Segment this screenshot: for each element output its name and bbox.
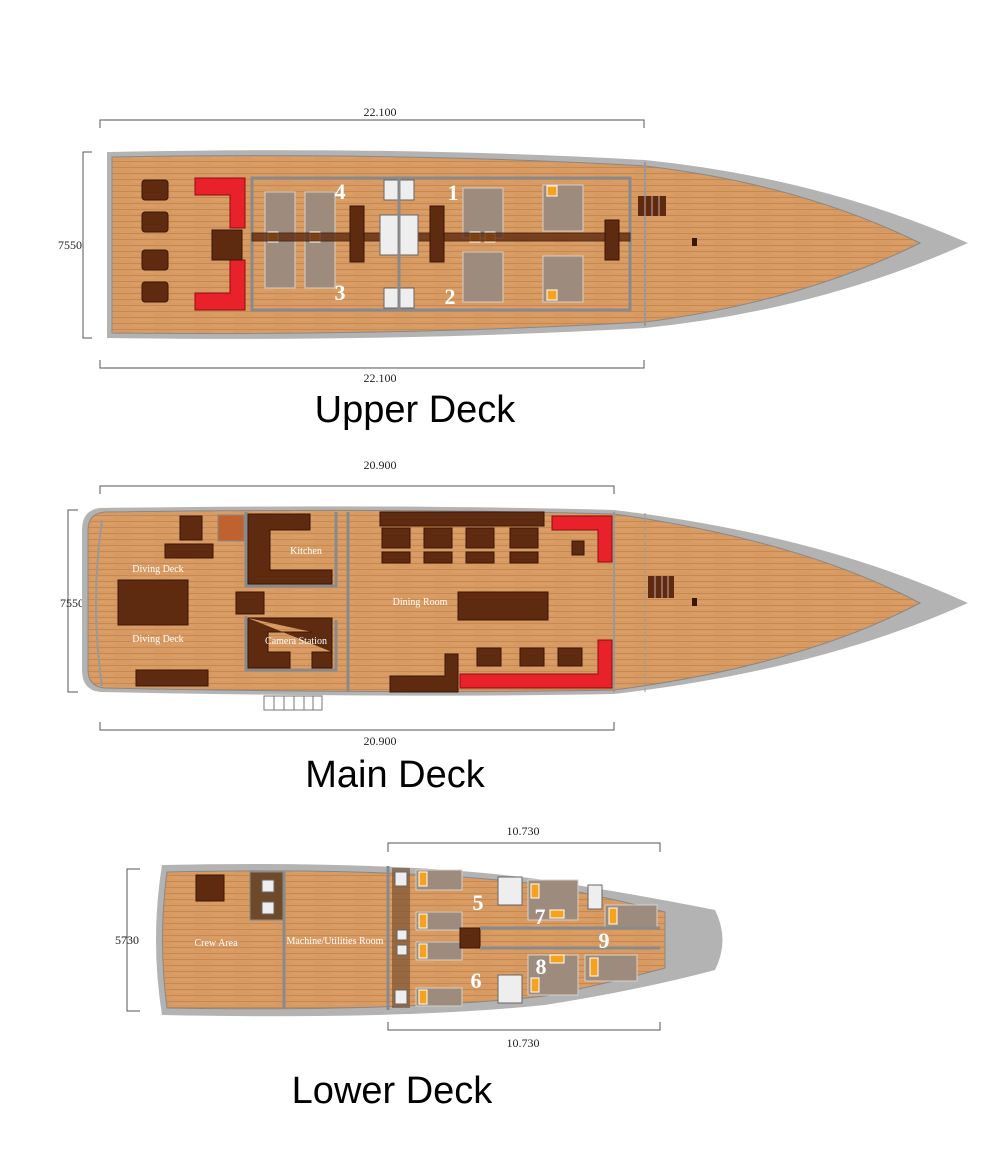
machine-room-label: Machine/Utilities Room xyxy=(287,936,384,947)
main-width-dimension: 7550 xyxy=(60,509,84,693)
upper-ladder xyxy=(638,196,666,216)
lower-length-dimension-top: 10.730 xyxy=(387,824,661,852)
lower-length-bottom-label: 10.730 xyxy=(507,1036,540,1050)
lower-length-top-label: 10.730 xyxy=(507,824,540,838)
upper-length-top-label: 22.100 xyxy=(364,105,397,119)
sun-loungers xyxy=(141,179,169,303)
lower-width-dimension: 5730 xyxy=(115,868,140,1012)
upper-deck-title: Upper Deck xyxy=(315,389,517,431)
cabin-6-label: 6 xyxy=(471,968,482,993)
dining-tables xyxy=(379,511,585,693)
dining-sofas xyxy=(459,515,613,689)
dining-room-label: Dining Room xyxy=(393,597,448,608)
main-deck: 20.900 7550 Diving Deck Diving Deck Kitc… xyxy=(60,458,968,796)
lower-deck: 10.730 5730 Crew Area Machine/Utilities … xyxy=(115,824,723,1112)
upper-width-dimension: 7550 xyxy=(58,151,92,339)
main-length-top-label: 20.900 xyxy=(364,458,397,472)
upper-length-dimension-bottom: 22.100 xyxy=(99,360,645,385)
cabin-2-label: 2 xyxy=(445,284,456,309)
anchor-post xyxy=(692,598,697,606)
lower-length-dimension-bottom: 10.730 xyxy=(387,1022,661,1050)
main-ladder xyxy=(648,576,674,598)
camera-station-label: Camera Station xyxy=(265,636,327,647)
cabin-7-label: 7 xyxy=(535,904,546,929)
anchor-post xyxy=(692,238,697,246)
cabin-9-label: 9 xyxy=(599,928,610,953)
cabin-1-label: 1 xyxy=(448,180,459,205)
upper-width-label: 7550 xyxy=(58,238,82,252)
diving-deck-label-1: Diving Deck xyxy=(132,564,183,575)
main-length-bottom-label: 20.900 xyxy=(364,734,397,748)
main-deck-title: Main Deck xyxy=(305,754,485,796)
main-width-label: 7550 xyxy=(60,596,84,610)
upper-cabins xyxy=(251,178,631,310)
guest-cabins-lower xyxy=(392,868,660,1008)
main-length-dimension-bottom: 20.900 xyxy=(99,722,615,748)
upper-cabin-block xyxy=(250,176,632,312)
lower-deck-title: Lower Deck xyxy=(292,1070,494,1112)
crew-toilets xyxy=(249,871,285,921)
main-length-dimension-top: 20.900 xyxy=(99,458,615,494)
upper-length-bottom-label: 22.100 xyxy=(364,371,397,385)
toilet-room xyxy=(217,514,245,542)
dive-gear-benches xyxy=(117,515,214,687)
lower-width-label: 5730 xyxy=(115,933,139,947)
crew-area-label: Crew Area xyxy=(194,938,238,949)
cabin-3-label: 3 xyxy=(335,280,346,305)
diving-deck-label-2: Diving Deck xyxy=(132,634,183,645)
boarding-steps[interactable] xyxy=(263,695,323,711)
cabin-8-label: 8 xyxy=(536,954,547,979)
cabin-5-label: 5 xyxy=(473,890,484,915)
kitchen-label: Kitchen xyxy=(290,546,322,557)
lounge-sofa xyxy=(194,177,246,311)
upper-deck: 22.100 7550 xyxy=(58,105,968,431)
upper-length-dimension-top: 22.100 xyxy=(99,105,645,128)
cabin-4-label: 4 xyxy=(335,179,346,204)
